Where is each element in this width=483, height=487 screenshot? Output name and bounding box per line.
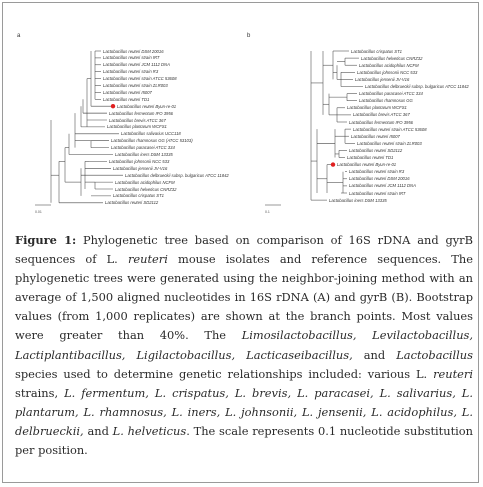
taxon-label: Lactobacillus reuteri DSM 20016 xyxy=(349,176,410,182)
caption-text-1: Phylogenetic tree based on comparison of… xyxy=(15,233,473,267)
taxon-label: Lactobacillus johnsonii NCC 533 xyxy=(109,158,170,164)
taxon-label: Lactobacillus brevis ATCC 367 xyxy=(109,117,166,123)
taxon-label: Lactobacillus johnsonii NCC 533 xyxy=(357,69,418,75)
taxon-label: Lactobacillus helveticus CNRZ32 xyxy=(115,186,177,192)
taxon-label-highlighted: Lactobacillus reuteri Byun-re-01 xyxy=(117,103,177,109)
caption-label: Figure 1: xyxy=(15,233,77,247)
taxon-label: Lactobacillus rhamnosus GG (ATCC 53103) xyxy=(111,138,193,144)
caption-text-4: species used to determine genetic relati… xyxy=(15,366,434,381)
taxon-label: Lactobacillus salivarius UCC118 xyxy=(121,131,181,137)
panel-b-letter: b xyxy=(247,33,251,39)
taxon-label: Lactobacillus rhamnosus GG xyxy=(359,98,413,104)
caption-text-6: and xyxy=(83,423,113,438)
taxon-label: Lactobacillus reuteri TD1 xyxy=(103,96,150,102)
taxon-label: Lactobacillus reuteri TD1 xyxy=(347,155,394,160)
taxon-label: Lactobacillus reuteri I5007 xyxy=(103,89,152,95)
taxon-label: Lactobacillus helveticus CNRZ32 xyxy=(361,55,423,61)
caption-italic-6: L. helveticus xyxy=(112,423,187,438)
caption-text-2: mouse isolates and reference sequences. … xyxy=(15,252,473,343)
highlight-marker xyxy=(330,162,336,167)
taxon-label: Lactobacillus iners DSM 13335 xyxy=(115,152,173,157)
caption-text-3: and xyxy=(352,347,397,362)
taxon-label: Lactobacillus reuteri SD2112 xyxy=(105,200,159,206)
taxon-label: Lactobacillus reuteri strain ZLR003 xyxy=(357,140,422,146)
taxon-label: Lactobacillus plantarum WCFS1 xyxy=(347,105,407,111)
taxon-label: Lactobacillus paracasei ATCC 334 xyxy=(359,91,423,97)
caption-italic-4: reuteri xyxy=(433,366,473,381)
taxon-label: Lactobacillus reuteri strain R3 xyxy=(349,169,405,175)
caption-text-7: . The scale represents 0.1 nucleotide su… xyxy=(15,423,473,458)
taxon-label: Lactobacillus reuteri strain IRT xyxy=(349,190,406,196)
caption-italic-3: Lactobacillus xyxy=(396,347,473,362)
caption-italic-5: L. fermentum, L. crispatus, L. brevis, L… xyxy=(15,385,473,438)
taxon-label: Lactobacillus jensenii JV-V16 xyxy=(113,165,168,171)
panel-a-letter: a xyxy=(17,33,21,39)
taxon-label: Lactobacillus paracasei ATCC 334 xyxy=(111,145,175,151)
taxon-label: Lactobacillus iners DSM 13335 xyxy=(329,197,387,203)
taxon-label: Lactobacillus reuteri strain ZLR003 xyxy=(103,83,168,88)
taxon-label: Lactobacillus acidophilus NCFM xyxy=(115,179,175,185)
taxon-label: Lactobacillus acidophilus NCFM xyxy=(359,62,419,68)
taxon-label: Lactobacillus crispatus ST1 xyxy=(113,193,164,199)
panel-a-scale-label: 0.01 xyxy=(35,210,42,214)
taxon-label: Lactobacillus reuteri DSM 20016 xyxy=(103,48,164,54)
highlight-marker xyxy=(110,104,116,109)
taxon-label: Lactobacillus reuteri JCM 1112 DNA xyxy=(103,62,170,68)
taxon-label: Lactobacillus reuteri SD2112 xyxy=(349,147,403,153)
taxon-label: Lactobacillus jensenii JV-V16 xyxy=(355,76,410,82)
taxon-label: Lactobacillus fermentum IFO 3956 xyxy=(109,110,174,116)
taxon-label: Lactobacillus delbrueckii subsp. bulgari… xyxy=(125,172,229,178)
tree-branches xyxy=(35,50,363,206)
taxon-label-highlighted: Lactobacillus reuteri Byun-re-01 xyxy=(337,162,397,168)
taxon-label: Lactobacillus fermentum IFO 3956 xyxy=(349,119,414,125)
taxon-label: Lactobacillus reuteri JCM 1112 DNA xyxy=(349,183,416,189)
caption-text-5: strains, xyxy=(15,385,65,400)
taxon-label: Lactobacillus reuteri strain ATCC 53608 xyxy=(103,76,177,82)
taxon-label: Lactobacillus crispatus ST1 xyxy=(351,48,402,54)
figure-caption: Figure 1: Phylogenetic tree based on com… xyxy=(15,231,473,460)
taxon-label: Lactobacillus delbrueckii subsp. bulgari… xyxy=(365,84,469,89)
caption-italic-1: reuteri xyxy=(127,252,168,267)
panel-b-scale-label: 0.1 xyxy=(265,210,270,214)
taxon-label: Lactobacillus plantarum WCFS1 xyxy=(107,124,167,130)
caption-italic-2: Limosilactobacillus, Levilactobacillus, … xyxy=(15,328,473,362)
taxon-label: Lactobacillus brevis ATCC 367 xyxy=(353,112,410,118)
taxon-label: Lactobacillus reuteri strain R3 xyxy=(103,69,159,75)
taxon-label: Lactobacillus reuteri strain ATCC 53608 xyxy=(353,126,427,132)
taxon-label: Lactobacillus reuteri I5007 xyxy=(351,133,400,139)
taxon-label: Lactobacillus reuteri strain IRT xyxy=(103,55,160,61)
